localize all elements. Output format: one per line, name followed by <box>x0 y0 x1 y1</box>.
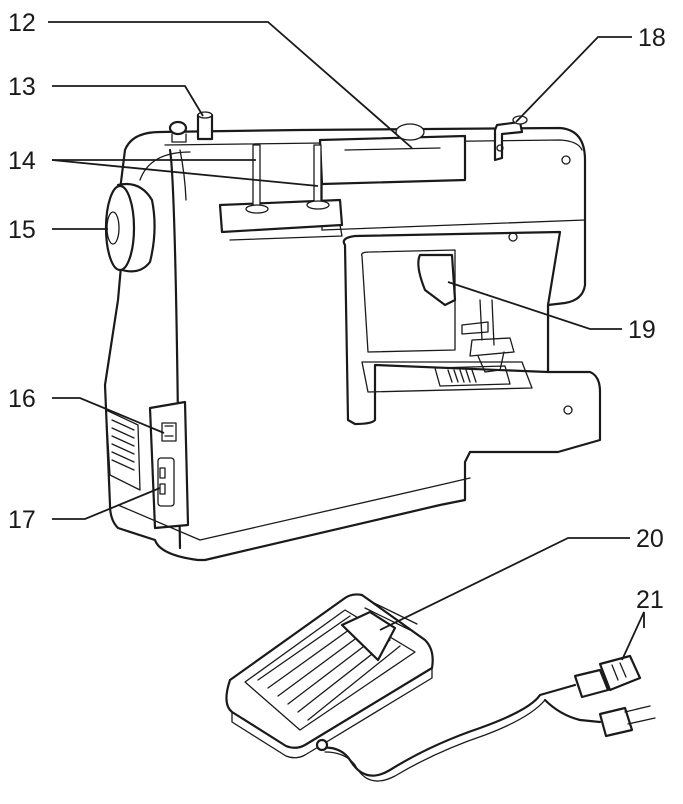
callout-18: 18 <box>638 24 666 52</box>
leader-18 <box>515 36 632 123</box>
callout-20: 20 <box>636 525 664 553</box>
leader-12 <box>48 21 413 149</box>
leader-14b <box>51 159 319 187</box>
leader-16 <box>52 397 165 434</box>
foot-controller-illustration <box>225 593 656 782</box>
leader-lines <box>48 21 645 661</box>
callout-13: 13 <box>8 73 36 101</box>
leader-17 <box>52 487 161 520</box>
callout-17: 17 <box>8 506 36 534</box>
callout-labels: 12 13 14 15 16 17 18 19 20 21 <box>8 9 666 614</box>
callout-14: 14 <box>8 147 36 175</box>
leader-21 <box>621 611 645 661</box>
callout-15: 15 <box>8 216 36 244</box>
leader-19 <box>447 281 622 330</box>
callout-16: 16 <box>8 385 36 413</box>
callout-19: 19 <box>628 316 656 344</box>
sewing-machine-illustration <box>103 111 602 562</box>
leader-13 <box>52 85 204 117</box>
leader-20 <box>379 537 630 631</box>
callout-12: 12 <box>8 9 36 37</box>
callout-21: 21 <box>636 586 664 614</box>
